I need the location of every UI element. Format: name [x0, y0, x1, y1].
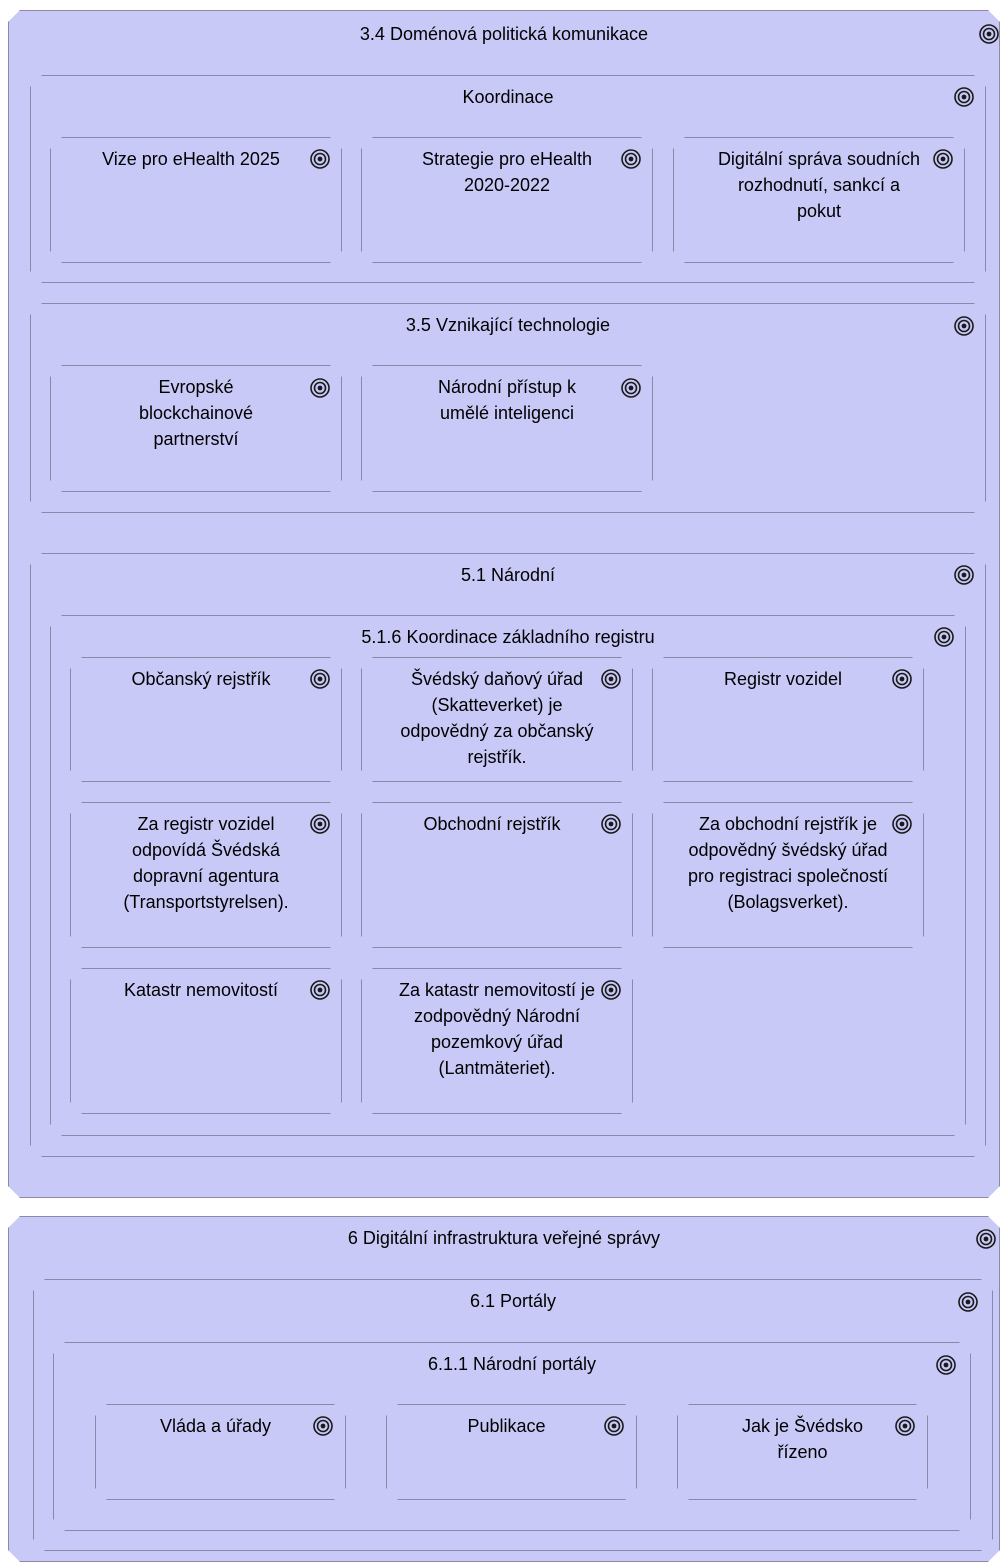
goal-target-icon [310, 980, 330, 1000]
group-title: 3.5 Vznikající technologie [405, 315, 611, 335]
goal-target-icon [954, 87, 974, 107]
goal-target-icon [934, 627, 954, 647]
goal-target-icon [954, 316, 974, 336]
goal-target-icon [310, 149, 330, 169]
group-title: 6 Digitální infrastruktura veřejné správ… [347, 1228, 661, 1248]
item-label: Katastr nemovitostí [123, 980, 279, 1000]
item-label: Registr vozidel [723, 669, 843, 689]
goal-target-icon [621, 149, 641, 169]
item-katastr[interactable]: Katastr nemovitostí [70, 968, 342, 1114]
goal-target-icon [310, 814, 330, 834]
goal-target-icon [954, 565, 974, 585]
item-vize-ehealth[interactable]: Vize pro eHealth 2025 [50, 137, 342, 263]
item-jak-je-svedsko-rizeno[interactable]: Jak je Švédsko řízeno [677, 1404, 928, 1500]
item-label: Evropské blockchainové partnerství [138, 377, 254, 449]
item-label: Občanský rejstřík [131, 669, 271, 689]
goal-target-icon [892, 669, 912, 689]
group-title: 3.4 Doménová politická komunikace [359, 24, 649, 44]
goal-target-icon [621, 378, 641, 398]
group-title: 5.1 Národní [460, 565, 556, 585]
goal-target-icon [936, 1355, 956, 1375]
item-vlada-a-urady[interactable]: Vláda a úřady [95, 1404, 346, 1500]
item-label: Švédský daňový úřad (Skatteverket) je od… [400, 669, 594, 767]
item-registr-vozidel[interactable]: Registr vozidel [652, 657, 924, 782]
item-lantmateriet[interactable]: Za katastr nemovitostí je zodpovědný Nár… [361, 968, 633, 1114]
item-bolagsverket[interactable]: Za obchodní rejstřík je odpovědný švédsk… [652, 802, 924, 948]
item-label: Vláda a úřady [159, 1416, 272, 1436]
goal-target-icon [310, 378, 330, 398]
group-title: 6.1.1 Národní portály [427, 1354, 597, 1374]
item-label: Vize pro eHealth 2025 [102, 149, 280, 169]
goal-target-icon [601, 980, 621, 1000]
goal-target-icon [310, 669, 330, 689]
goal-target-icon [976, 1229, 996, 1249]
item-obchodni-rejstrik[interactable]: Obchodní rejstřík [361, 802, 633, 948]
item-strategie-ehealth[interactable]: Strategie pro eHealth 2020-2022 [361, 137, 653, 263]
goal-target-icon [958, 1292, 978, 1312]
goal-target-icon [601, 814, 621, 834]
item-blockchain[interactable]: Evropské blockchainové partnerství [50, 365, 342, 492]
item-label: Publikace [467, 1416, 546, 1436]
goal-target-icon [895, 1416, 915, 1436]
item-label: Za obchodní rejstřík je odpovědný švédsk… [687, 814, 889, 912]
item-label: Národní přístup k umělé inteligenci [437, 377, 577, 423]
item-label: Jak je Švédsko řízeno [741, 1416, 864, 1462]
item-skatteverket[interactable]: Švédský daňový úřad (Skatteverket) je od… [361, 657, 633, 782]
group-title: 6.1 Portály [469, 1291, 557, 1311]
item-obcansky-rejstrik[interactable]: Občanský rejstřík [70, 657, 342, 782]
group-title: 5.1.6 Koordinace základního registru [361, 627, 655, 647]
item-label: Za katastr nemovitostí je zodpovědný Nár… [398, 980, 596, 1078]
item-label: Digitální správa soudních rozhodnutí, sa… [717, 149, 921, 221]
goal-target-icon [604, 1416, 624, 1436]
goal-target-icon [979, 24, 999, 44]
goal-target-icon [933, 149, 953, 169]
item-publikace[interactable]: Publikace [386, 1404, 637, 1500]
item-digitalni-sprava[interactable]: Digitální správa soudních rozhodnutí, sa… [673, 137, 965, 263]
item-label: Obchodní rejstřík [423, 814, 561, 834]
goal-target-icon [601, 669, 621, 689]
goal-target-icon [313, 1416, 333, 1436]
item-label: Strategie pro eHealth 2020-2022 [421, 149, 593, 195]
item-transportstyrelsen[interactable]: Za registr vozidel odpovídá Švédská dopr… [70, 802, 342, 948]
group-title: Koordinace [462, 87, 554, 107]
item-label: Za registr vozidel odpovídá Švédská dopr… [123, 814, 289, 912]
item-ai[interactable]: Národní přístup k umělé inteligenci [361, 365, 653, 492]
goal-target-icon [892, 814, 912, 834]
